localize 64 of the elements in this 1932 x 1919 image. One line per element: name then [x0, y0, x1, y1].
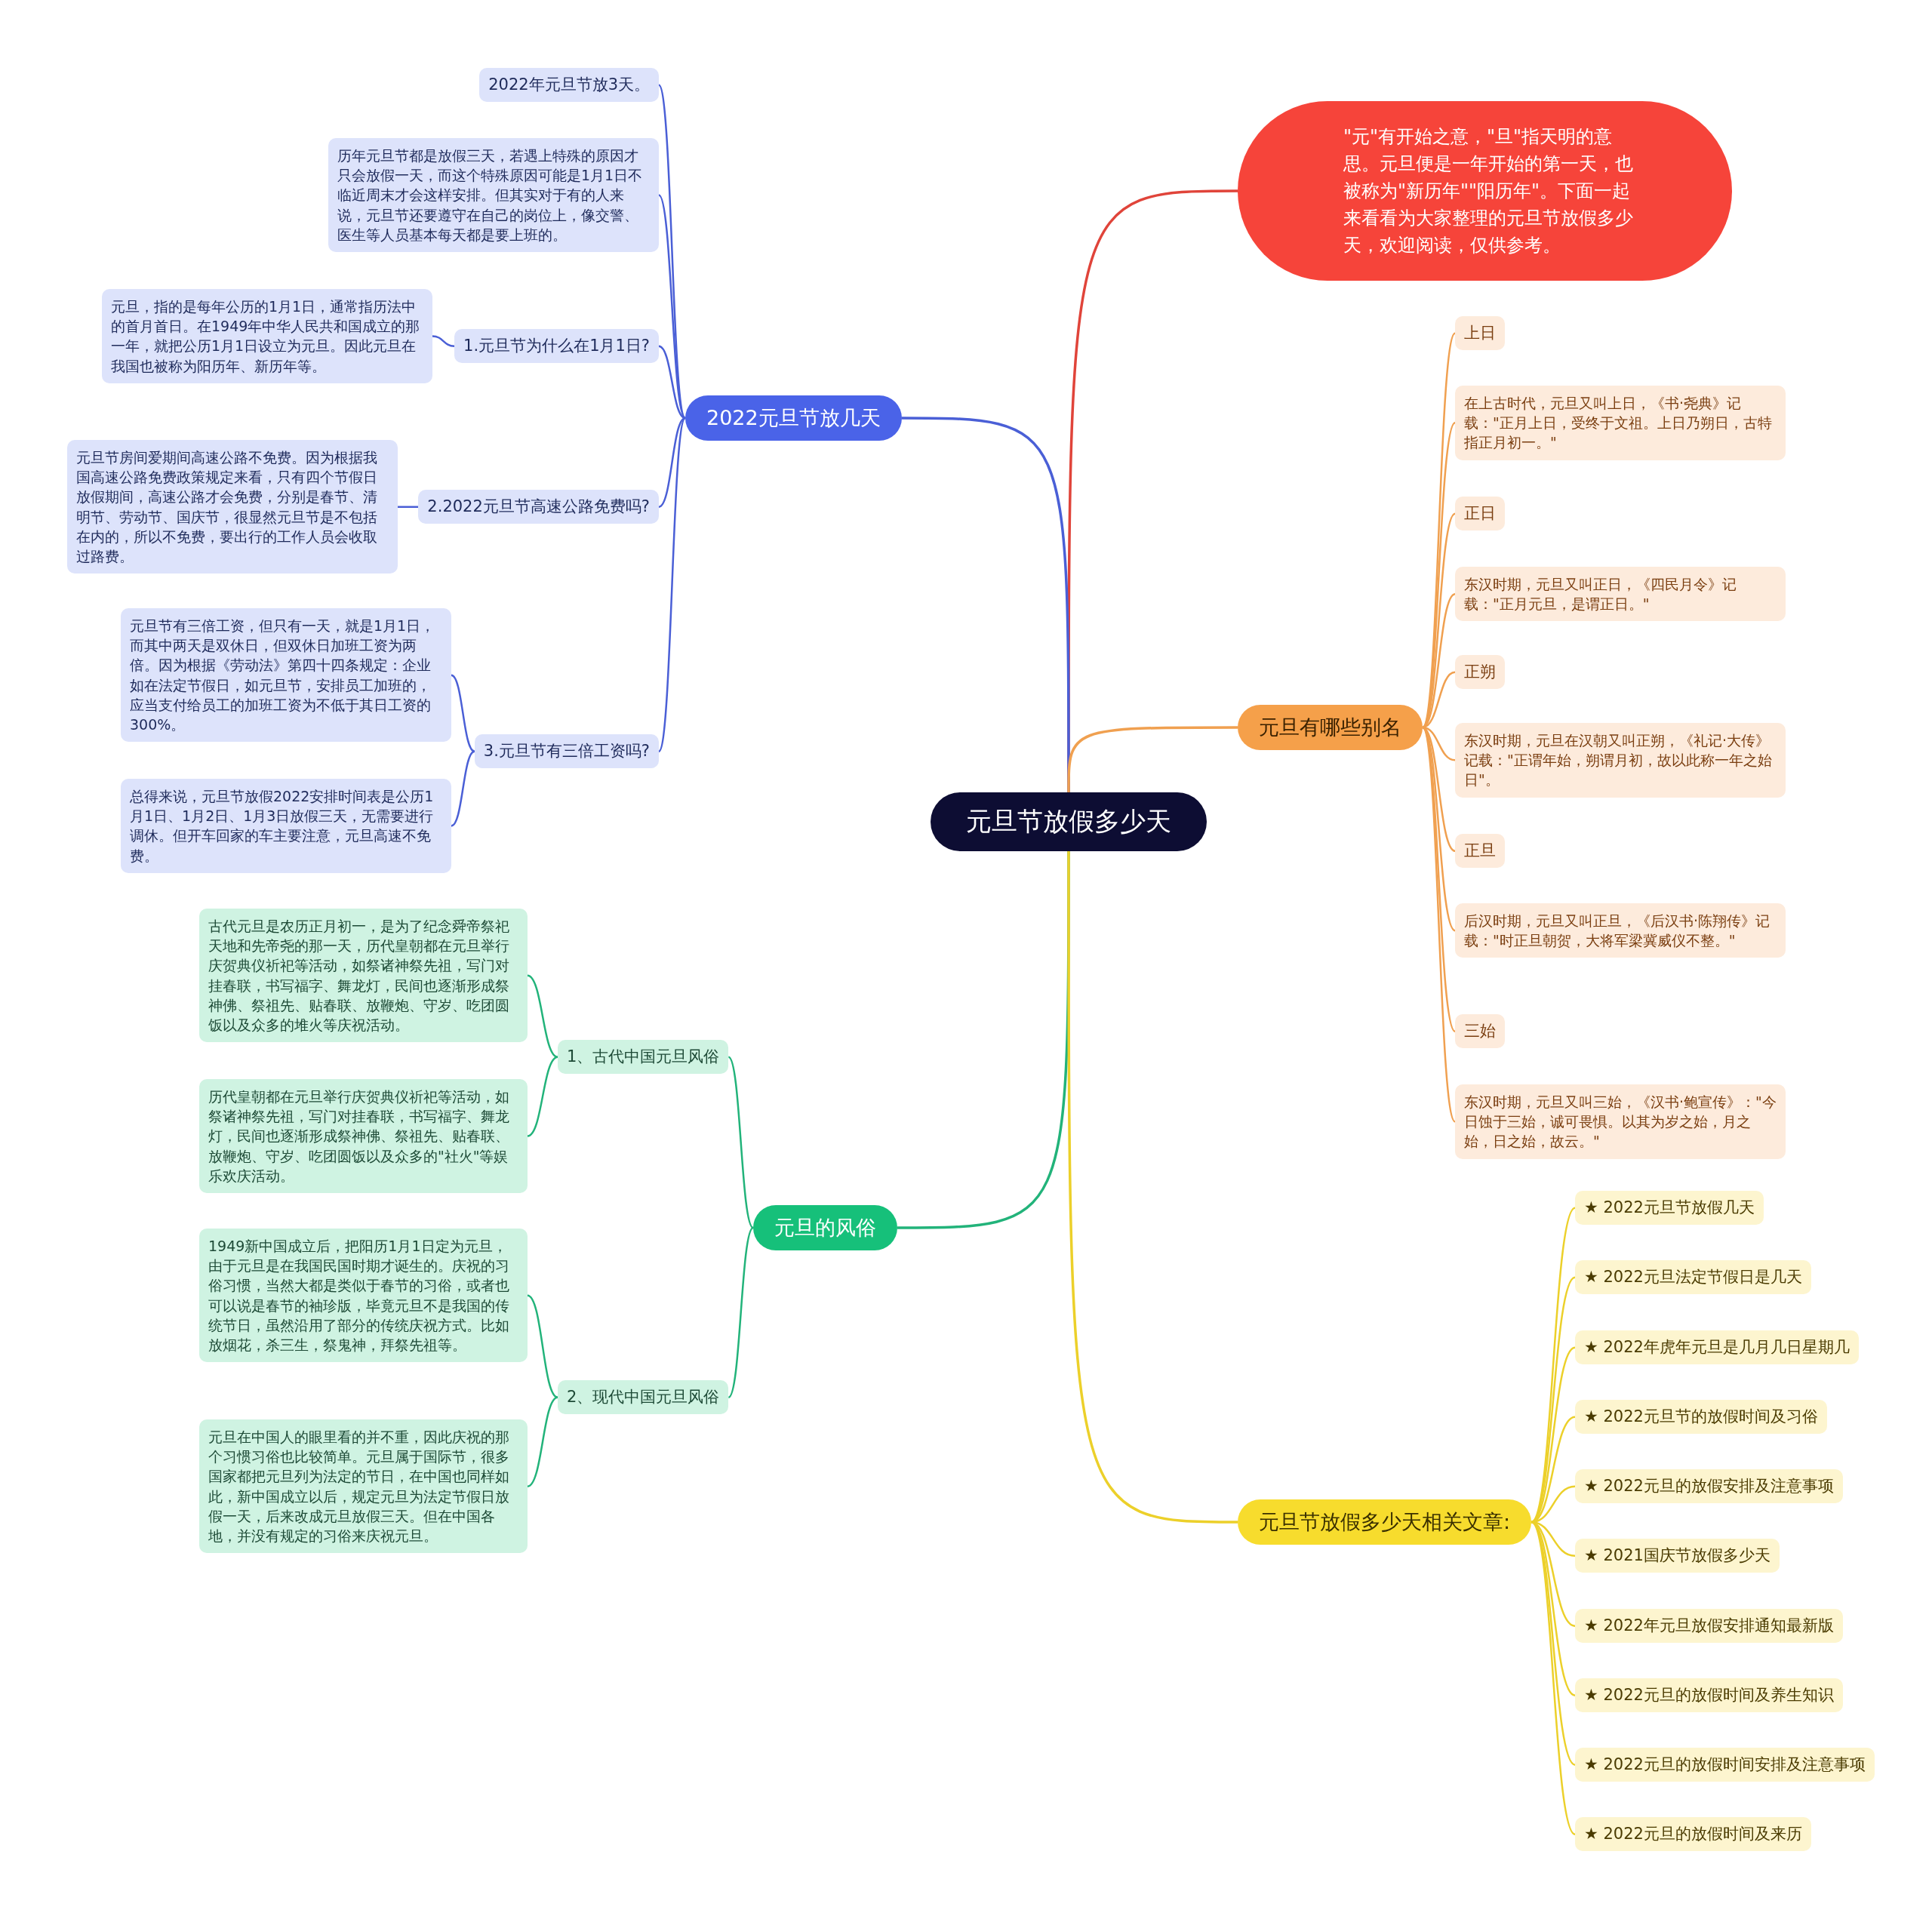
connector-line	[432, 335, 455, 347]
subtopic-box: 古代元旦是农历正月初一，是为了纪念舜帝祭祀天地和先帝尧的那一天，历代皇朝都在元旦举行庆贺典仪祈祀等活动，如祭诸神祭先祖，写门对挂春联，书写福字、舞龙灯，民间也逐渐形成祭神佛、祭祖先、贴春联、放鞭炮、守岁、吃团圆饭以及众多的堆火等庆祝活动。	[199, 909, 528, 1043]
branch-topic: 元旦节放假多少天相关文章:	[1238, 1499, 1532, 1545]
subtopic-box: 东汉时期，元旦又叫三始，《汉书·鲍宣传》："今日蚀于三始，诚可畏惧。以其为岁之始，月之始，日之始，故云。"	[1455, 1084, 1786, 1159]
connector-line	[658, 417, 686, 508]
subtopic-box: 正日	[1455, 497, 1505, 531]
connector-line	[527, 1396, 558, 1487]
subtopic-box: 2.2022元旦节高速公路免费吗?	[418, 490, 659, 524]
subtopic-box: 2022年元旦节放3天。	[479, 68, 659, 103]
connector-line	[527, 974, 558, 1058]
branch-topic: 元旦有哪些别名	[1238, 705, 1423, 750]
subtopic-box: ★ 2022元旦的放假时间及来历	[1575, 1817, 1811, 1852]
subtopic-box: 3.元旦节有三倍工资吗?	[474, 734, 659, 769]
subtopic-box: ★ 2022年元旦放假安排通知最新版	[1575, 1609, 1843, 1644]
subtopic-box: 正旦	[1455, 834, 1505, 869]
subtopic-box: 上日	[1455, 316, 1505, 351]
connector-line	[527, 1294, 558, 1398]
connector-line	[398, 506, 419, 508]
connector-line	[451, 750, 475, 827]
subtopic-box: 1.元旦节为什么在1月1日?	[454, 329, 659, 364]
subtopic-box: 东汉时期，元旦又叫正日，《四民月令》记载："正月元旦，是谓正日。"	[1455, 567, 1786, 622]
connector-line	[728, 1056, 754, 1229]
subtopic-box: 元旦节房间爱期间高速公路不免费。因为根据我国高速公路免费政策规定来看，只有四个节假日放假期间，高速公路才会免费，分别是春节、清明节、劳动节、国庆节，很显然元旦节是不包括在内的，所以不免费，要出行的工作人员会收取过路费。	[67, 440, 398, 574]
intro-bubble: "元"有开始之意，"旦"指天明的意思。元旦便是一年开始的第一天，也被称为"新历年""阳历年"。下面一起来看看为大家整理的元旦节放假多少天，欢迎阅读，仅供参考。	[1238, 101, 1732, 281]
subtopic-box: 三始	[1455, 1014, 1505, 1049]
subtopic-box: 历年元旦节都是放假三天，若遇上特殊的原因才只会放假一天，而这个特殊原因可能是1月1日不临近周末才会这样安排。但其实对于有的人来说，元旦节还要遵守在自己的岗位上，像交警、医生等人员基本每天都是要上班的。	[328, 138, 659, 253]
subtopic-box: 正朔	[1455, 655, 1505, 690]
connector-line	[1531, 1521, 1576, 1835]
subtopic-box: 元旦在中国人的眼里看的并不重，因此庆祝的那个习惯习俗也比较简单。元旦属于国际节，很多国家都把元旦列为法定的节日，在中国也同样如此，新中国成立以后，规定元旦为法定节假日放假一天，后来改成元旦放假三天。但在中国各地，并没有规定的习俗来庆祝元旦。	[199, 1419, 528, 1554]
subtopic-box: ★ 2022元旦的放假时间及养生知识	[1575, 1678, 1843, 1713]
subtopic-box: 东汉时期，元旦在汉朝又叫正朔，《礼记·大传》记载："正谓年始，朔谓月初，故以此称一年之始日"。	[1455, 723, 1786, 798]
subtopic-box: ★ 2022元旦的放假安排及注意事项	[1575, 1469, 1843, 1504]
connector-line	[1421, 422, 1457, 728]
connector-line	[1421, 333, 1457, 728]
branch-topic: 元旦的风俗	[753, 1205, 897, 1250]
subtopic-box: 元旦，指的是每年公历的1月1日，通常指历法中的首月首日。在1949年中华人民共和国成立的那一年，就把公历1月1日设立为元旦。因此元旦在我国也被称为阳历年、新历年等。	[102, 289, 432, 383]
subtopic-box: ★ 2022年虎年元旦是几月几日星期几	[1575, 1330, 1859, 1365]
subtopic-box: ★ 2022元旦法定节假日是几天	[1575, 1260, 1811, 1295]
subtopic-box: 1、古代中国元旦风俗	[558, 1040, 729, 1075]
subtopic-box: 1949新中国成立后，把阳历1月1日定为元旦，由于元旦是在我国民国时期才诞生的。庆祝的习俗习惯，当然大都是类似于春节的习俗，或者也可以说是春节的袖珍版，毕竟元旦不是我国的传统节日，虽然沿用了部分的传统庆祝方式。比如放烟花，杀三生，祭鬼神，拜祭先祖等。	[199, 1229, 528, 1363]
subtopic-box: 在上古时代，元旦又叫上日，《书·尧典》记载："正月上日，受终于文祖。上日乃朔日，古特指正月初一。"	[1455, 386, 1786, 460]
connector-line	[527, 1056, 558, 1137]
connector-line	[451, 674, 475, 752]
connector-line	[1067, 726, 1238, 792]
connector-line	[1531, 1521, 1576, 1766]
connector-line	[657, 194, 687, 419]
subtopic-box: ★ 2022元旦节放假几天	[1575, 1191, 1764, 1226]
connector-line	[1531, 1207, 1576, 1523]
subtopic-box: 元旦节有三倍工资，但只有一天，就是1月1日，而其中两天是双休日，但双休日加班工资为两倍。因为根据《劳动法》第四十四条规定：企业如在法定节假日，如元旦节，安排员工加班的，应当支付给员工的加班工资为不低于其日工资的300%。	[121, 608, 451, 743]
connector-line	[658, 345, 686, 420]
subtopic-box: ★ 2022元旦节的放假时间及习俗	[1575, 1400, 1827, 1435]
subtopic-box: 总得来说，元旦节放假2022安排时间表是公历1月1日、1月2日、1月3日放假三天，无需要进行调休。但开车回家的车主要注意，元旦高速不免费。	[121, 779, 451, 873]
subtopic-box: 历代皇朝都在元旦举行庆贺典仪祈祀等活动，如祭诸神祭先祖，写门对挂春联，书写福字、舞龙灯，民间也逐渐形成祭神佛、祭祖先、贴春联、放鞭炮、守岁、吃团圆饭以及众多的"社火"等娱乐欢庆活动。	[199, 1079, 528, 1194]
connector-line	[657, 417, 687, 752]
central-topic: 元旦节放假多少天	[931, 792, 1207, 851]
subtopic-box: 后汉时期，元旦又叫正旦，《后汉书·陈翔传》记载："时正旦朝贺，大将军梁冀威仪不整。"	[1455, 903, 1786, 958]
subtopic-box: ★ 2021国庆节放假多少天	[1575, 1539, 1780, 1573]
connector-line	[1422, 512, 1456, 728]
branch-topic: 2022元旦节放几天	[685, 395, 902, 441]
connector-line	[1421, 727, 1457, 1122]
subtopic-box: 2、现代中国元旦风俗	[558, 1380, 729, 1415]
connector-line	[728, 1227, 754, 1398]
subtopic-box: ★ 2022元旦的放假时间安排及注意事项	[1575, 1748, 1875, 1782]
connector-line	[1067, 851, 1238, 1524]
